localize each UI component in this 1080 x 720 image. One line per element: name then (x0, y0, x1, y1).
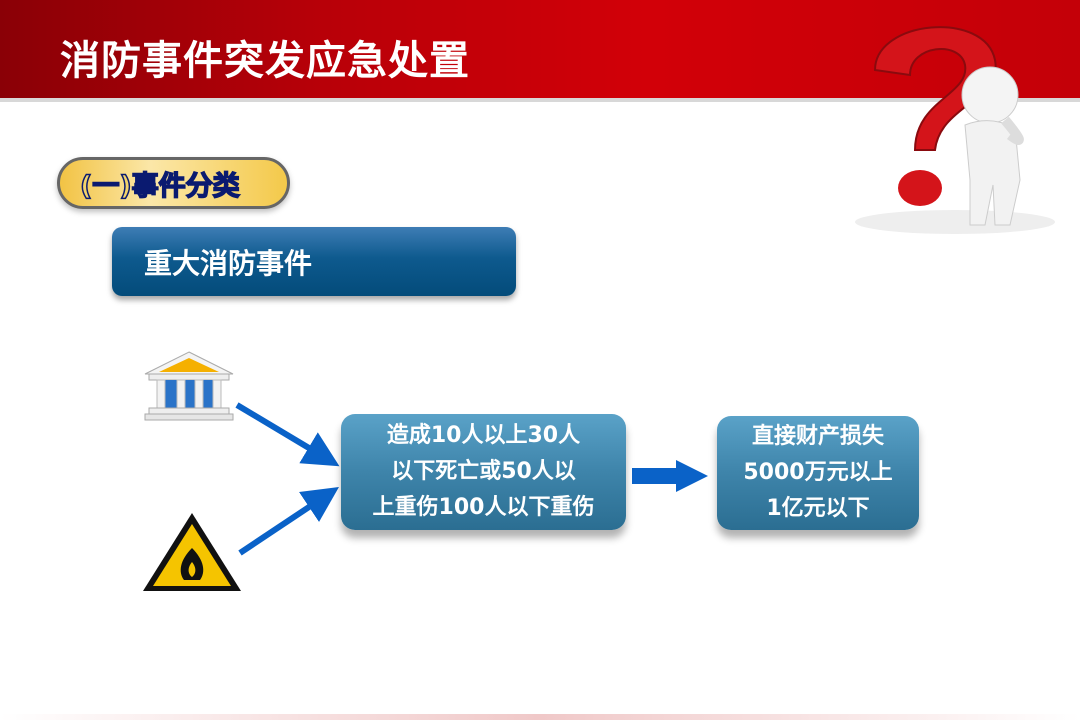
section-heading-pill: (一)事件分类 (57, 157, 290, 209)
arrow-casualty-to-loss (632, 460, 708, 492)
casualty-line: 以下死亡或50人以 (391, 459, 576, 484)
property-loss-box: 直接财产损失 5000万元以上 1亿元以下 (717, 416, 919, 530)
casualty-criteria-box: 造成10人以上30人 以下死亡或50人以 上重伤100人以下重伤 (341, 414, 626, 530)
casualty-line: 造成10人以上30人 (386, 423, 581, 448)
loss-line: 1亿元以下 (766, 496, 870, 521)
section-label: (一)事件分类 (79, 170, 240, 203)
government-building-icon (144, 351, 234, 421)
arrow-building-to-casualty (235, 402, 340, 467)
category-banner: 重大消防事件 (112, 227, 516, 296)
footer-bar (0, 714, 1080, 720)
arrow-fire-to-casualty (238, 487, 339, 556)
category-label: 重大消防事件 (144, 247, 313, 280)
fire-warning-icon (143, 513, 241, 591)
question-figure-icon (855, 26, 1055, 234)
page-title: 消防事件突发应急处置 (60, 38, 470, 84)
loss-line: 5000万元以上 (743, 460, 893, 485)
loss-line: 直接财产损失 (751, 424, 884, 449)
casualty-line: 上重伤100人以下重伤 (372, 495, 595, 520)
